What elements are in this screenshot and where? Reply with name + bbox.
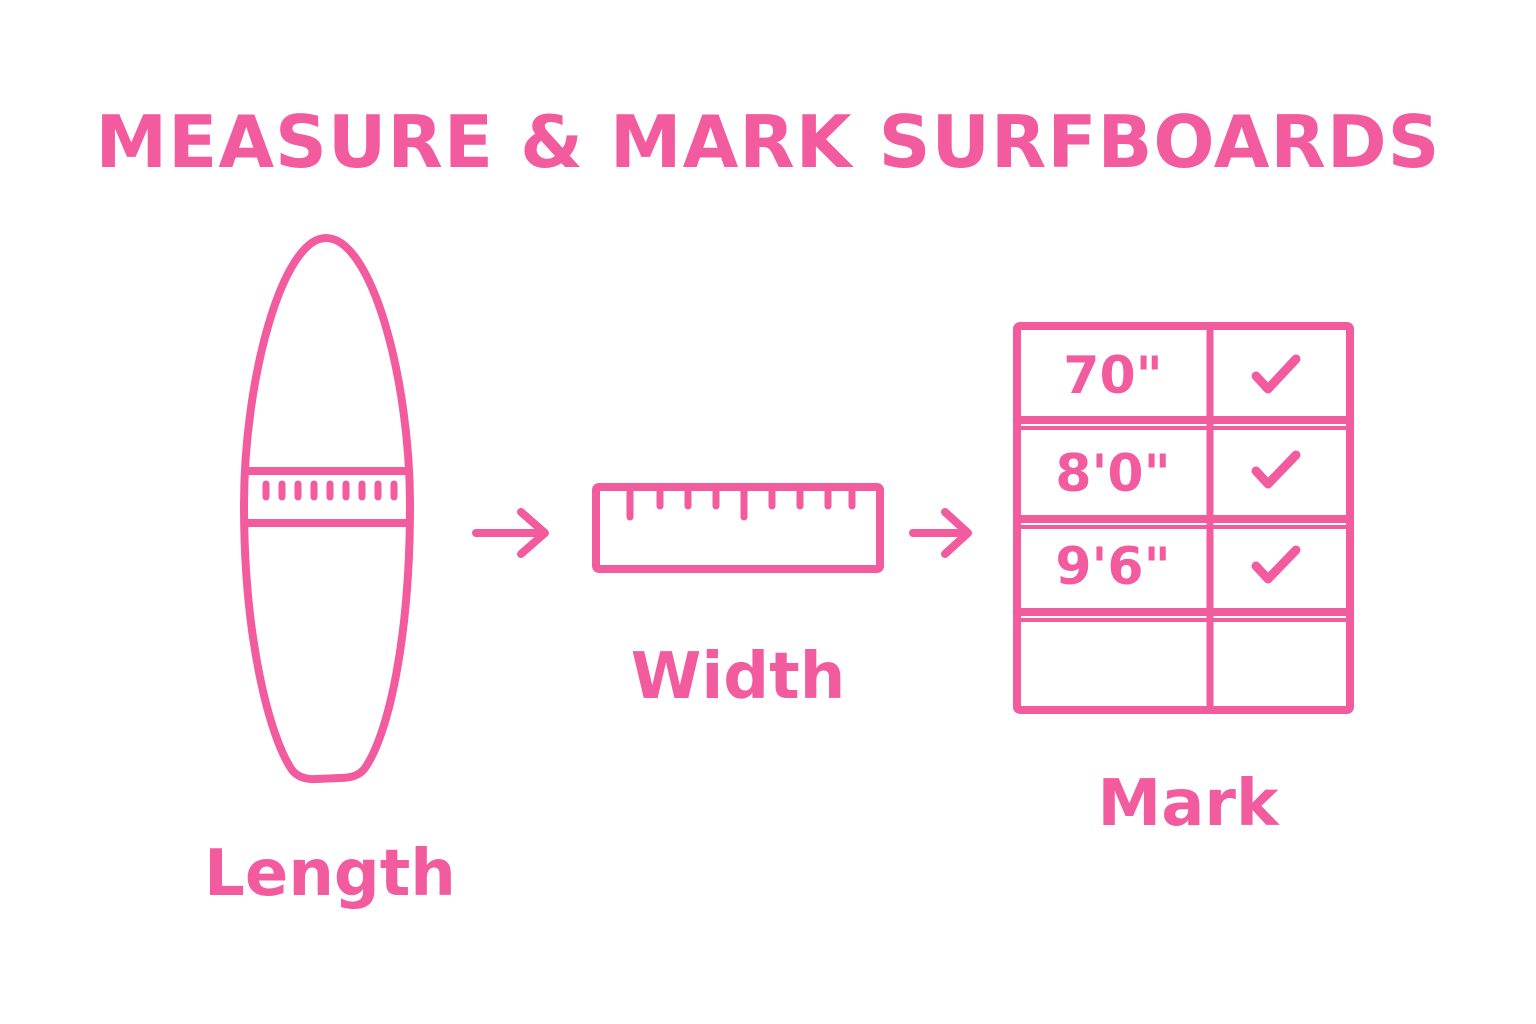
checkmark-icon <box>1251 450 1301 489</box>
table-values: 70" 8'0" 9'6" <box>1055 346 1170 597</box>
checkmarks <box>1251 354 1301 584</box>
table-cell-value: 70" <box>1063 346 1162 406</box>
ruler-ticks <box>626 487 856 521</box>
arrow-right-icon <box>909 508 972 558</box>
table-cell-value: 9'6" <box>1055 537 1170 597</box>
step-label-length: Length <box>204 837 456 911</box>
step-label-mark: Mark <box>1097 767 1279 841</box>
surfboard-icon <box>240 234 414 784</box>
surfboard-measure-ticks <box>262 480 398 501</box>
checkmark-icon <box>1251 545 1301 584</box>
checkmark-icon <box>1251 354 1301 394</box>
marking-table <box>1013 322 1354 714</box>
ruler-icon <box>592 483 884 573</box>
arrow-right-icon <box>472 508 549 558</box>
page-title: MEASURE & MARK SURFBOARDS <box>95 100 1441 184</box>
table-cell-value: 8'0" <box>1055 444 1170 504</box>
step-label-width: Width <box>630 640 846 714</box>
